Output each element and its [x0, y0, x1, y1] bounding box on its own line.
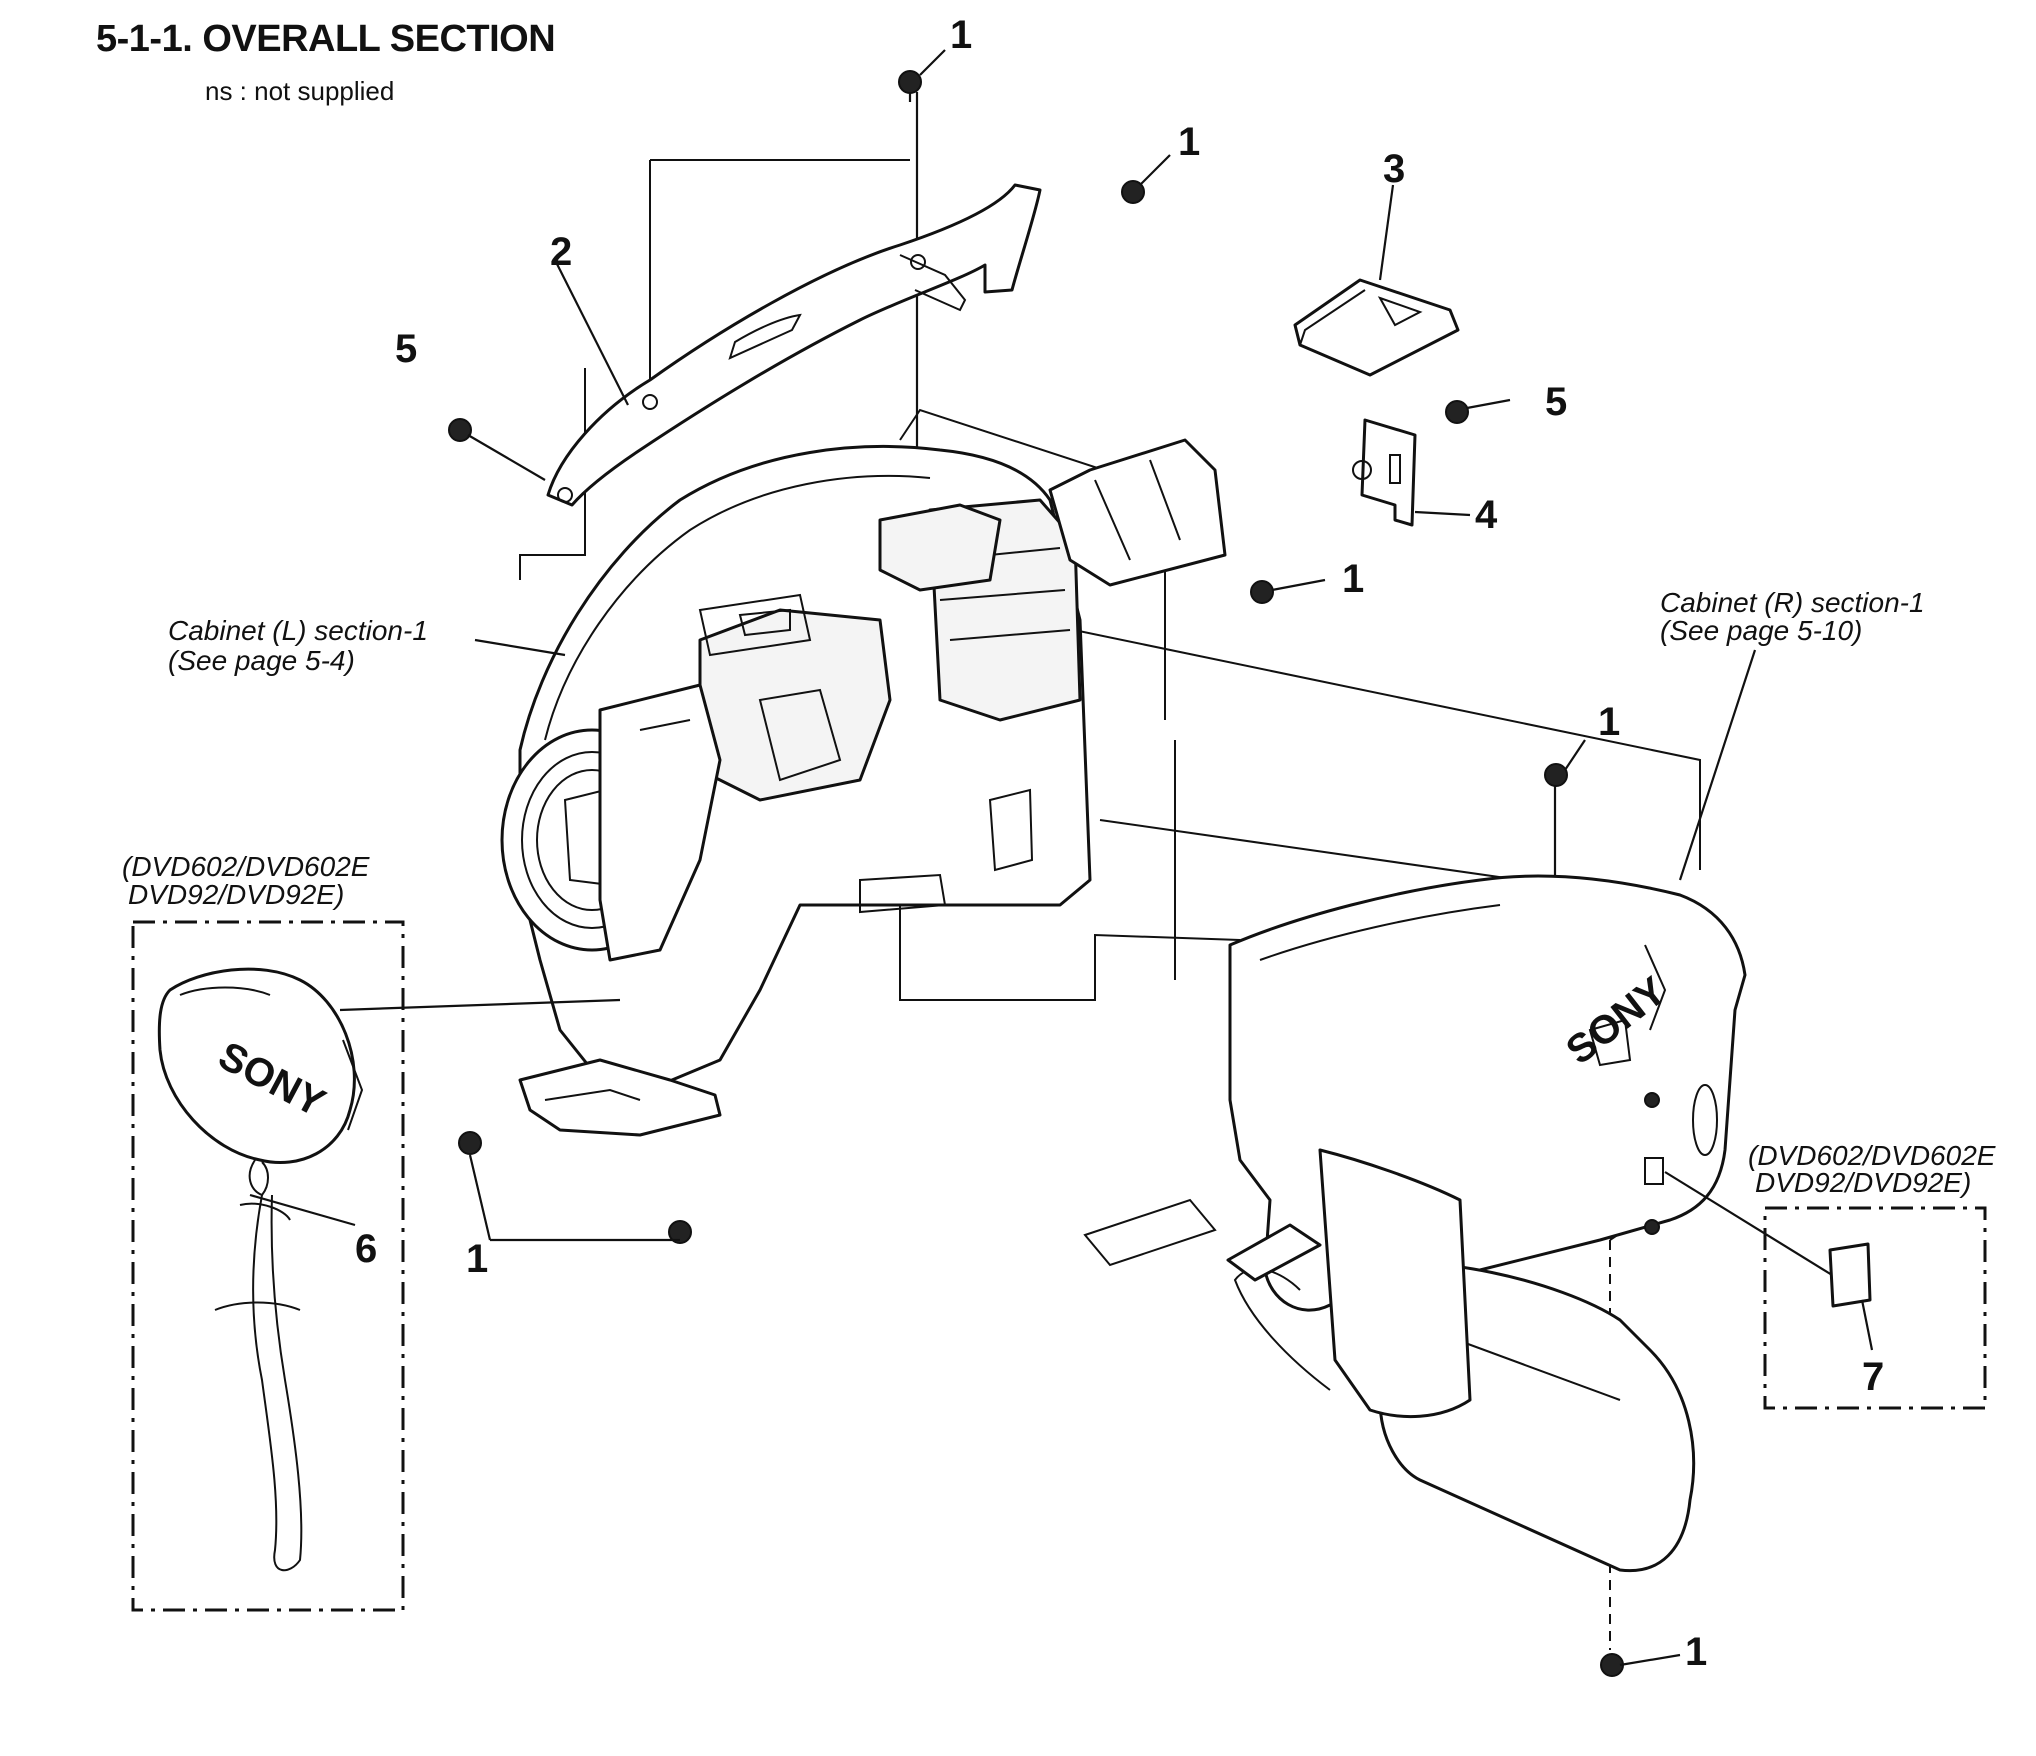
screw-icon: [1121, 180, 1145, 204]
cabinet-r-note-line2: (See page 5-10): [1660, 615, 1862, 646]
screw-icon: [458, 1131, 482, 1155]
lens-cap-part: SONY: [157, 967, 364, 1572]
screw-icon: [448, 418, 472, 442]
page-title: 5-1-1. OVERALL SECTION: [96, 18, 556, 60]
callout-1-top: 1: [950, 13, 972, 57]
callout-2: 2: [550, 230, 572, 274]
screw-icon: [1600, 1653, 1624, 1677]
bracket-part: [1352, 418, 1417, 527]
callout-1-right-body: 1: [1342, 557, 1364, 601]
screw-icon: [1445, 400, 1469, 424]
callout-5-right: 5: [1545, 380, 1567, 424]
callout-1-bottom-left: 1: [466, 1237, 488, 1281]
handle-part: [546, 183, 1042, 507]
shoe-cover-part: [1293, 278, 1460, 377]
label-part: [1828, 1242, 1872, 1308]
callout-3: 3: [1383, 147, 1405, 191]
model-note-left-line1: (DVD602/DVD602E: [122, 851, 370, 882]
screw-icon: [668, 1220, 692, 1244]
callout-6: 6: [355, 1227, 377, 1271]
callout-1-bottom-right: 1: [1685, 1630, 1707, 1674]
camera-body-left: [500, 438, 1227, 1137]
screw-icon: [1544, 763, 1568, 787]
cabinet-l-note-line1: Cabinet (L) section-1: [168, 615, 428, 646]
callout-5-left: 5: [395, 327, 417, 371]
cabinet-l-note-line2: (See page 5-4): [168, 645, 355, 676]
screw-icon: [1250, 580, 1274, 604]
leader-lines: [249, 49, 1874, 1667]
model-note-left-line2: DVD92/DVD92E): [128, 879, 344, 910]
cabinet-r-note-line1: Cabinet (R) section-1: [1660, 587, 1925, 618]
optional-model-box-left: [131, 920, 405, 1612]
screw-icons: [448, 70, 1624, 1677]
callout-4: 4: [1475, 493, 1498, 537]
model-note-right-line1: (DVD602/DVD602E: [1748, 1140, 1996, 1171]
callout-1-handle-front: 1: [1178, 120, 1200, 164]
model-note-right-line2: DVD92/DVD92E): [1755, 1167, 1971, 1198]
callout-1-right-top: 1: [1598, 700, 1620, 744]
camera-body-right: SONY: [1083, 874, 1747, 1573]
callout-7: 7: [1862, 1355, 1884, 1399]
screw-icon: [898, 70, 922, 102]
page-subtitle: ns : not supplied: [205, 76, 395, 106]
